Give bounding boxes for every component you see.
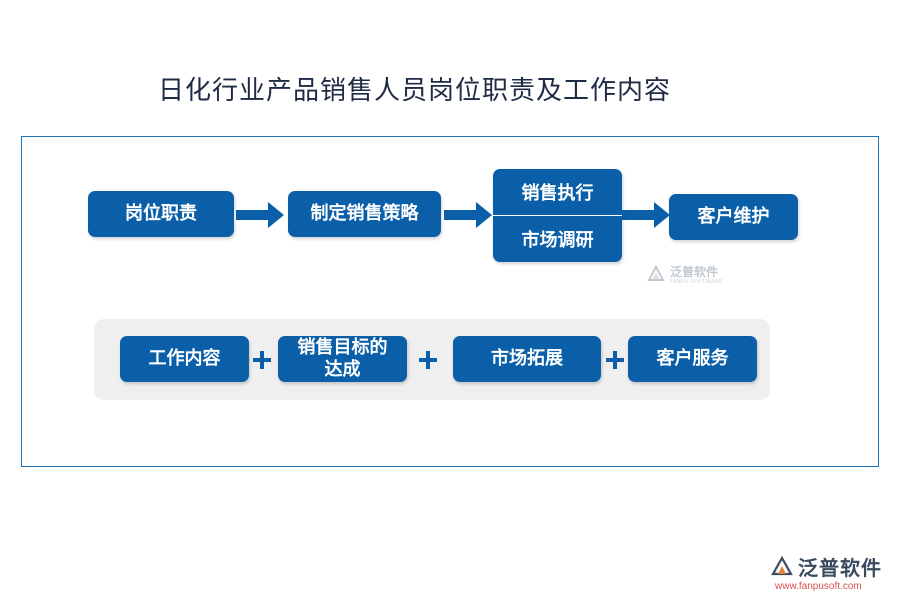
plus-icon bbox=[419, 351, 437, 369]
flow-arrow-1 bbox=[236, 202, 284, 228]
watermark-sub: FANPU SOFTWARE bbox=[670, 278, 723, 285]
brand-name: 泛普软件 bbox=[798, 556, 882, 580]
fanpu-brand-icon bbox=[771, 555, 793, 575]
flow-step-sales-strategy: 制定销售策略 bbox=[288, 191, 441, 237]
plus-icon bbox=[253, 351, 271, 369]
brand-url: www.fanpusoft.com bbox=[775, 581, 862, 592]
fanpu-logo-icon bbox=[647, 264, 665, 281]
flow-arrow-2 bbox=[444, 202, 492, 228]
plus-icon bbox=[606, 351, 624, 369]
flow-step-market-research: 市场调研 bbox=[521, 230, 594, 251]
work-item-sales-target-line1: 销售目标的 bbox=[297, 337, 388, 358]
work-item-sales-target-line2: 达成 bbox=[324, 359, 361, 380]
watermark-logo: 泛普软件 FANPU SOFTWARE bbox=[645, 264, 723, 286]
flow-step-sales-execution: 销售执行 bbox=[521, 183, 594, 204]
stack-divider bbox=[493, 215, 622, 216]
flow-step-execution-research: 销售执行 市场调研 bbox=[493, 169, 622, 262]
diagram-title: 日化行业产品销售人员岗位职责及工作内容 bbox=[158, 76, 672, 106]
flow-step-job-duties: 岗位职责 bbox=[88, 191, 234, 237]
brand-logo: 泛普软件 bbox=[770, 552, 882, 581]
flow-arrow-3 bbox=[622, 202, 670, 228]
work-item-sales-target: 销售目标的 达成 bbox=[278, 336, 407, 382]
flow-step-customer-maintenance: 客户维护 bbox=[669, 194, 798, 240]
watermark-name: 泛普软件 bbox=[670, 264, 719, 279]
work-item-market-expansion: 市场拓展 bbox=[453, 336, 601, 382]
diagram-frame bbox=[21, 136, 879, 467]
work-item-customer-service: 客户服务 bbox=[628, 336, 757, 382]
work-content-label: 工作内容 bbox=[120, 336, 249, 382]
